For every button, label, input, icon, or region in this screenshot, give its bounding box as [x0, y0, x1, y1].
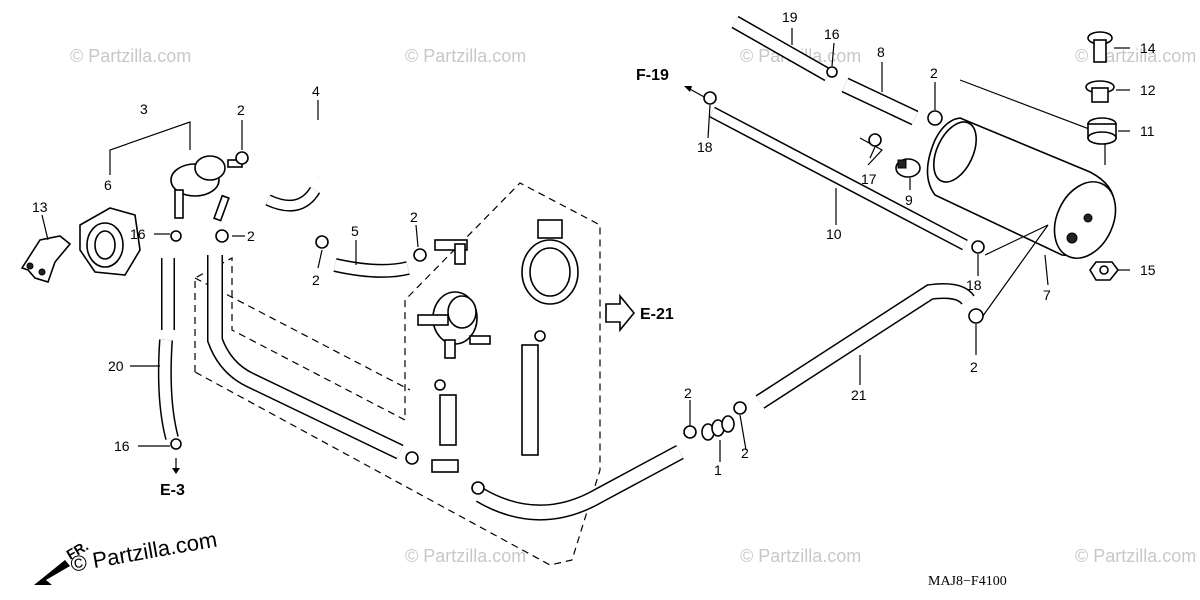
short-hose-sub	[521, 344, 539, 456]
front-arrow-icon	[34, 560, 70, 585]
part-number-labels: 1 2 2 2 2 2 2 2 2 3 4 5 6 7 8 9 10 11 12…	[32, 9, 1156, 478]
label-18: 18	[966, 277, 982, 293]
label-19: 19	[782, 9, 798, 25]
subassembly-outline	[194, 277, 411, 391]
bracket-13	[20, 235, 72, 283]
hose-sub-long-inner	[208, 255, 403, 458]
leader	[109, 121, 191, 160]
label-8: 8	[877, 44, 885, 60]
leader	[1044, 254, 1049, 286]
watermark: © Partzilla.com	[740, 546, 861, 566]
label-16: 16	[824, 26, 840, 42]
label-13: 13	[32, 199, 48, 215]
label-2: 2	[410, 209, 418, 225]
tee-fitting-lower	[431, 459, 459, 473]
joint-1	[701, 415, 735, 441]
arrow-icon	[684, 86, 692, 92]
diagram-code: MAJ8−F4100	[928, 574, 1007, 589]
label-21: 21	[851, 387, 867, 403]
cap-9	[895, 158, 921, 178]
label-17: 17	[861, 171, 877, 187]
label-4: 4	[312, 83, 320, 99]
watermark-large: © Partzilla.com	[69, 527, 219, 577]
label-2: 2	[930, 65, 938, 81]
label-10: 10	[826, 226, 842, 242]
leader	[859, 137, 883, 166]
label-18: 18	[697, 139, 713, 155]
watermark: © Partzilla.com	[405, 46, 526, 66]
hose-21-inner	[756, 284, 974, 408]
collar-12	[1085, 80, 1115, 103]
watermark: © Partzilla.com	[1075, 46, 1196, 66]
canister-7	[926, 117, 1117, 259]
label-14: 14	[1140, 40, 1156, 56]
clamp-ring	[521, 219, 579, 305]
hose-4-inner	[252, 117, 324, 182]
hose-20-lower-inner	[159, 339, 178, 440]
label-2: 2	[684, 385, 692, 401]
leaders	[138, 42, 979, 451]
label-2: 2	[970, 359, 978, 375]
label-9: 9	[905, 192, 913, 208]
label-12: 12	[1140, 82, 1156, 98]
ref-e21: E-21	[640, 306, 674, 323]
label-5: 5	[351, 223, 359, 239]
leader	[41, 214, 49, 241]
valve-sub	[417, 291, 491, 359]
watermark: © Partzilla.com	[405, 546, 526, 566]
bolt-14	[1087, 31, 1113, 63]
leader-arrow	[687, 87, 707, 99]
watermark: © Partzilla.com	[1075, 546, 1196, 566]
label-2: 2	[312, 272, 320, 288]
arrow-right-icon	[605, 293, 636, 333]
label-3: 3	[140, 101, 148, 117]
label-2: 2	[741, 445, 749, 461]
label-2: 2	[247, 228, 255, 244]
label-2: 2	[237, 102, 245, 118]
hose-sub-long	[207, 255, 404, 460]
label-11: 11	[1140, 123, 1155, 139]
hose-4-lower-inner	[266, 187, 319, 211]
ref-e3: E-3	[160, 482, 185, 499]
hose-sub-bottom-inner	[476, 446, 684, 519]
leader	[979, 224, 1049, 321]
hose-19-inner	[732, 17, 831, 80]
label-1: 1	[714, 462, 722, 478]
label-20: 20	[108, 358, 124, 374]
rubber-mount-6	[79, 207, 141, 276]
hose-5-inner	[333, 259, 410, 277]
arrow-down-icon	[172, 468, 180, 474]
valve-3	[170, 155, 243, 222]
label-15: 15	[1140, 262, 1156, 278]
label-16: 16	[114, 438, 130, 454]
short-hose-sub-2	[439, 394, 457, 446]
label-6: 6	[104, 177, 112, 193]
hose-10-inner	[709, 108, 968, 249]
label-7: 7	[1043, 287, 1051, 303]
ref-f19: F-19	[636, 67, 669, 84]
nut-15	[1089, 261, 1120, 281]
grommet-11	[1087, 117, 1117, 145]
tee-fitting	[434, 239, 468, 265]
watermark: © Partzilla.com	[70, 46, 191, 66]
hose-8-inner	[842, 79, 918, 124]
label-16: 16	[130, 226, 146, 242]
